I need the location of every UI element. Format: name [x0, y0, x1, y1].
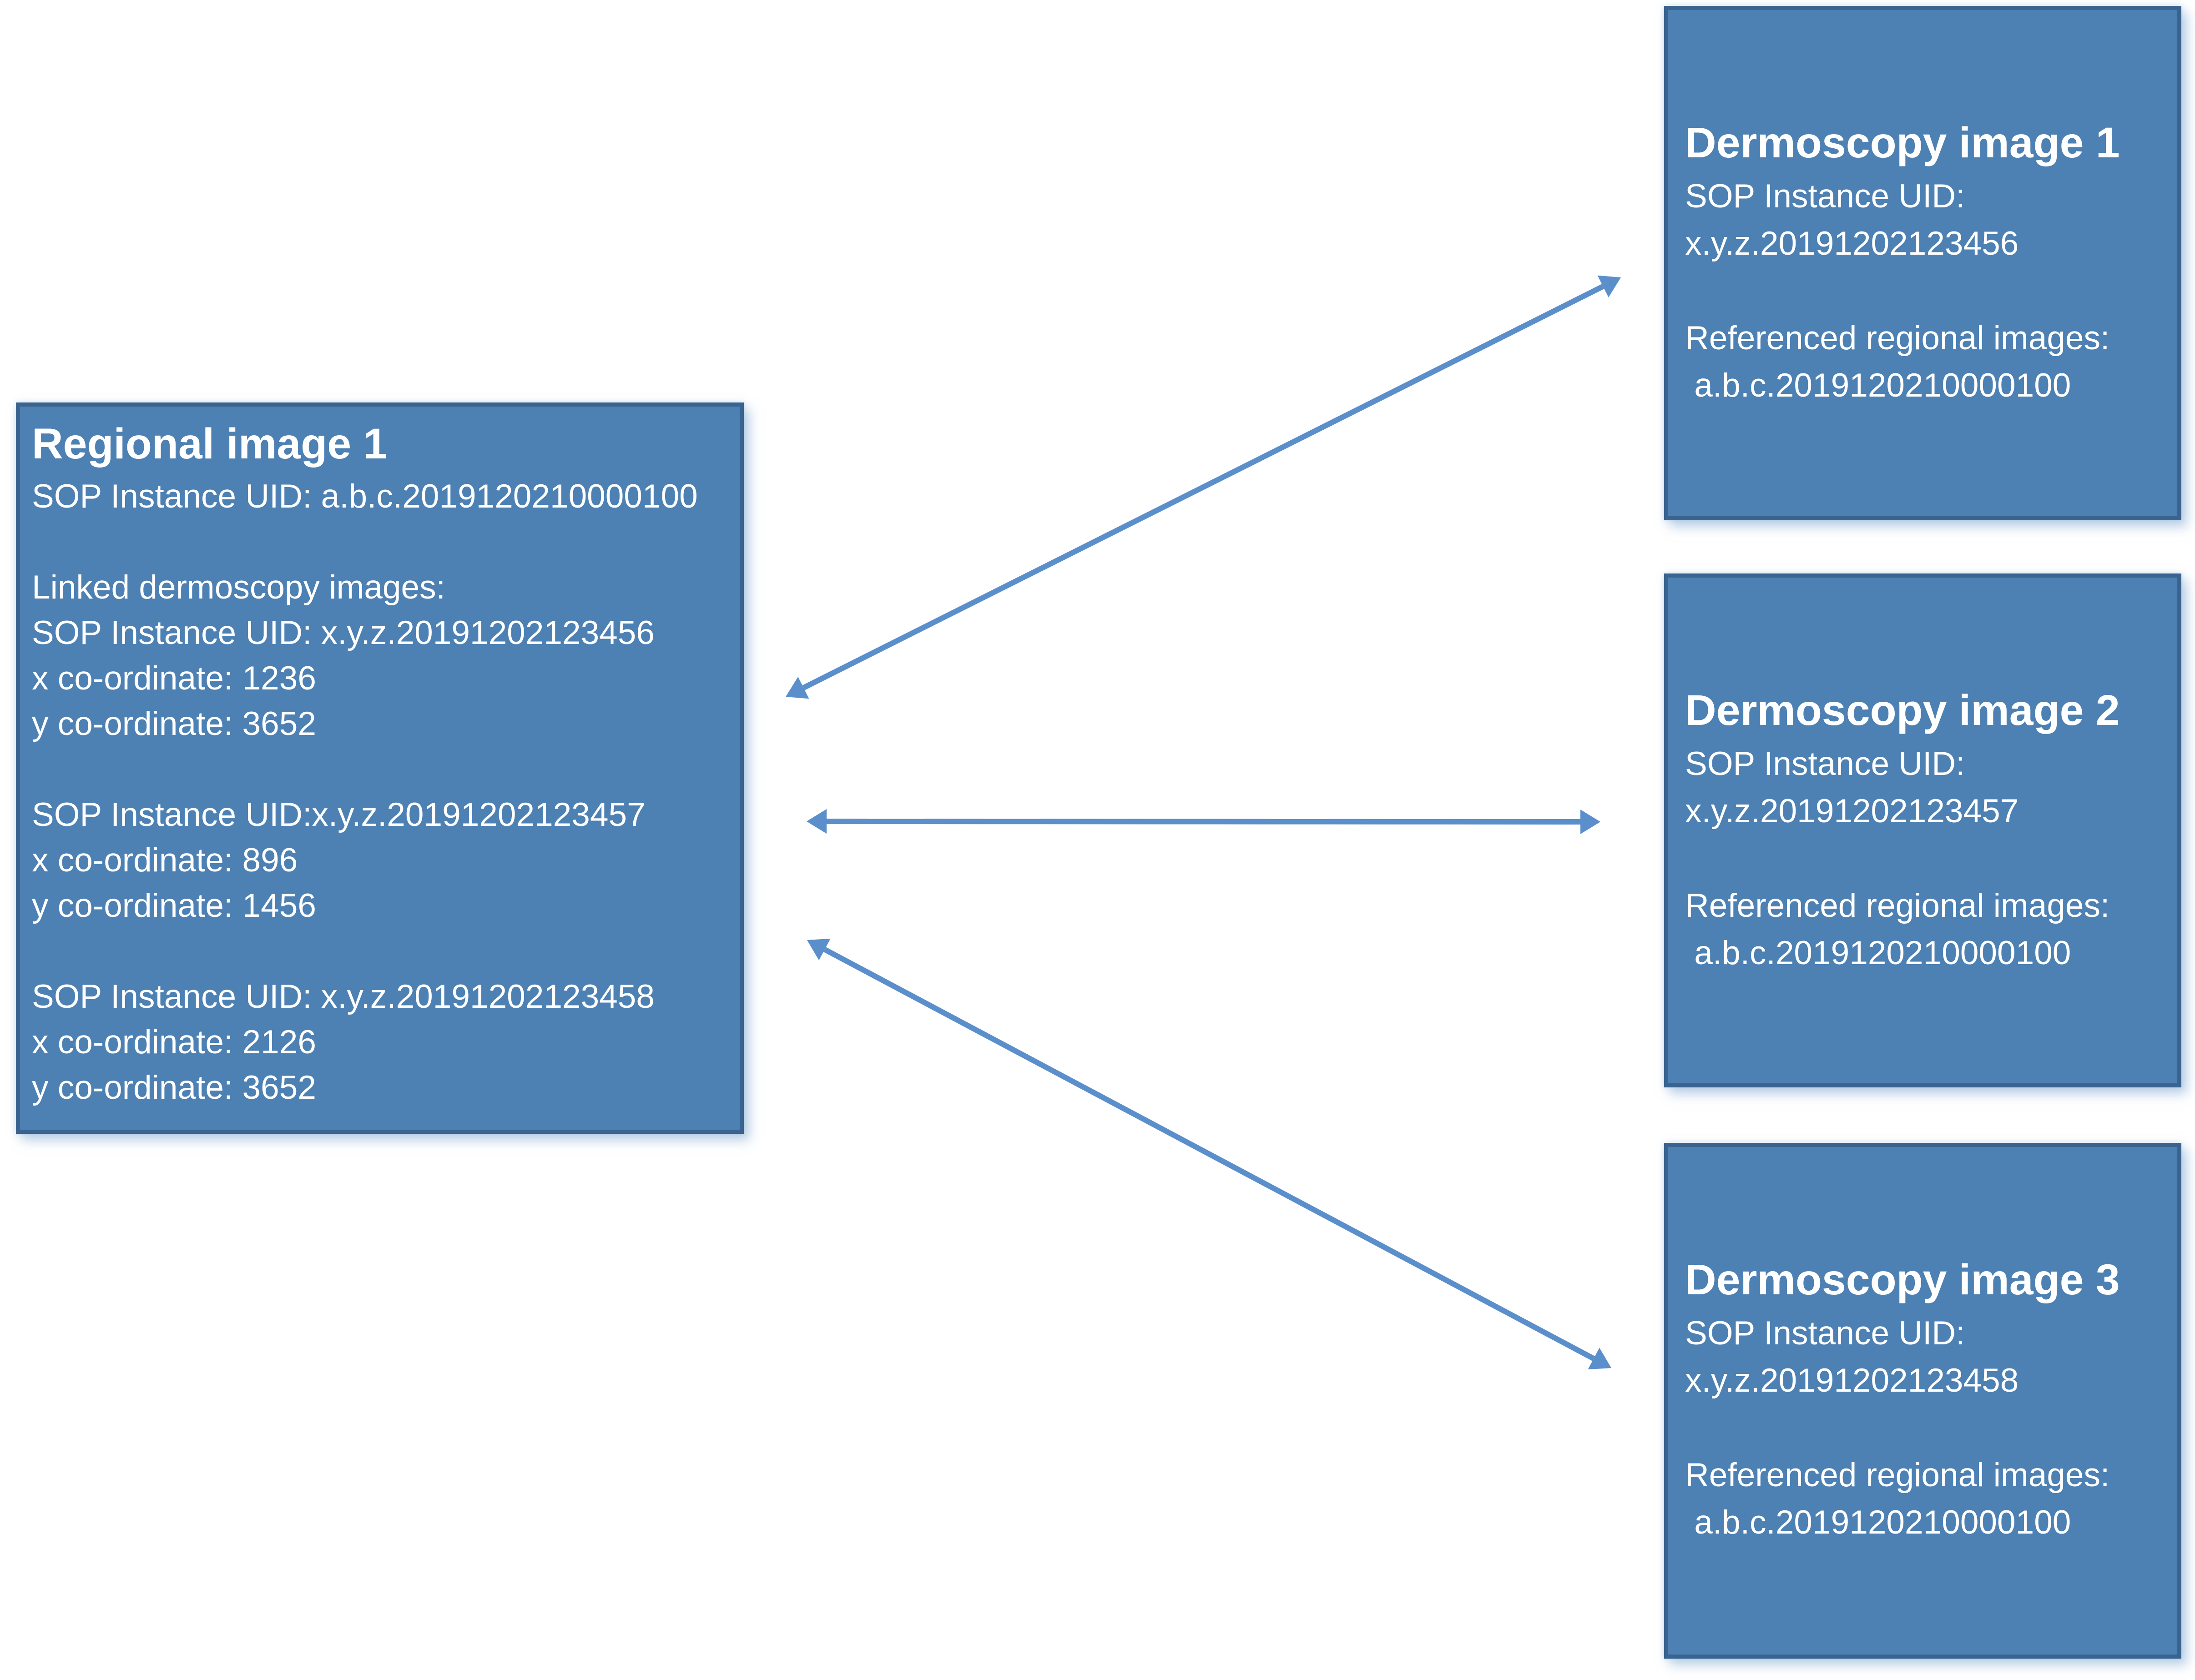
text-line: a.b.c.2019120210000100 — [1685, 1504, 2071, 1541]
text-line — [32, 747, 727, 792]
text-line — [1685, 835, 2164, 882]
dermoscopy-image-2-title: Dermoscopy image 2 — [1685, 686, 2120, 734]
text-line: SOP Instance UID: x.y.z.20191202123456 — [32, 614, 655, 651]
text-line: y co-ordinate: 3652 — [32, 1069, 316, 1106]
text-line: a.b.c.2019120210000100 — [1685, 367, 2071, 404]
text-line: Referenced regional images: — [1685, 1457, 2110, 1494]
dermoscopy-image-1-title: Dermoscopy image 1 — [1685, 119, 2120, 167]
text-line: SOP Instance UID: — [1685, 178, 1965, 215]
link-arrow — [785, 275, 1621, 699]
link-arrow — [807, 938, 1612, 1370]
regional-image-1-box: Regional image 1 SOP Instance UID: a.b.c… — [16, 402, 744, 1134]
text-line: x.y.z.20191202123457 — [1685, 793, 2019, 830]
text-line: SOP Instance UID: a.b.c.2019120210000100 — [32, 478, 698, 515]
dermoscopy-image-3-details: SOP Instance UID: x.y.z.20191202123458 Re… — [1685, 1310, 2164, 1546]
text-line: SOP Instance UID: — [1685, 745, 1965, 782]
dermoscopy-image-2-box: Dermoscopy image 2 SOP Instance UID: x.y.… — [1664, 573, 2181, 1087]
text-line: x.y.z.20191202123456 — [1685, 225, 2019, 262]
text-line: y co-ordinate: 3652 — [32, 705, 316, 742]
dermoscopy-image-3-box: Dermoscopy image 3 SOP Instance UID: x.y.… — [1664, 1143, 2181, 1659]
text-line — [1685, 267, 2164, 315]
link-arrow — [807, 809, 1600, 834]
dermoscopy-image-2-details: SOP Instance UID: x.y.z.20191202123457 Re… — [1685, 740, 2164, 977]
dermoscopy-image-1-details: SOP Instance UID: x.y.z.20191202123456 Re… — [1685, 173, 2164, 409]
text-line: x co-ordinate: 2126 — [32, 1024, 316, 1061]
text-line: x co-ordinate: 1236 — [32, 660, 316, 697]
text-line — [32, 519, 727, 565]
text-line: SOP Instance UID: x.y.z.20191202123458 — [32, 978, 655, 1015]
regional-image-1-title: Regional image 1 — [32, 420, 388, 468]
text-line: Referenced regional images: — [1685, 320, 2110, 357]
text-line: x.y.z.20191202123458 — [1685, 1362, 2019, 1399]
text-line — [1685, 1404, 2164, 1452]
text-line — [32, 929, 727, 974]
text-line: Referenced regional images: — [1685, 887, 2110, 924]
text-line: y co-ordinate: 1456 — [32, 887, 316, 924]
text-line: SOP Instance UID: — [1685, 1315, 1965, 1352]
text-line: x co-ordinate: 896 — [32, 842, 298, 879]
dermoscopy-image-1-box: Dermoscopy image 1 SOP Instance UID: x.y.… — [1664, 6, 2181, 520]
text-line: SOP Instance UID:x.y.z.20191202123457 — [32, 796, 646, 833]
text-line: a.b.c.2019120210000100 — [1685, 935, 2071, 971]
regional-image-1-details: SOP Instance UID: a.b.c.2019120210000100… — [32, 474, 727, 1111]
text-line: Linked dermoscopy images: — [32, 569, 445, 606]
dermoscopy-image-3-title: Dermoscopy image 3 — [1685, 1256, 2120, 1304]
